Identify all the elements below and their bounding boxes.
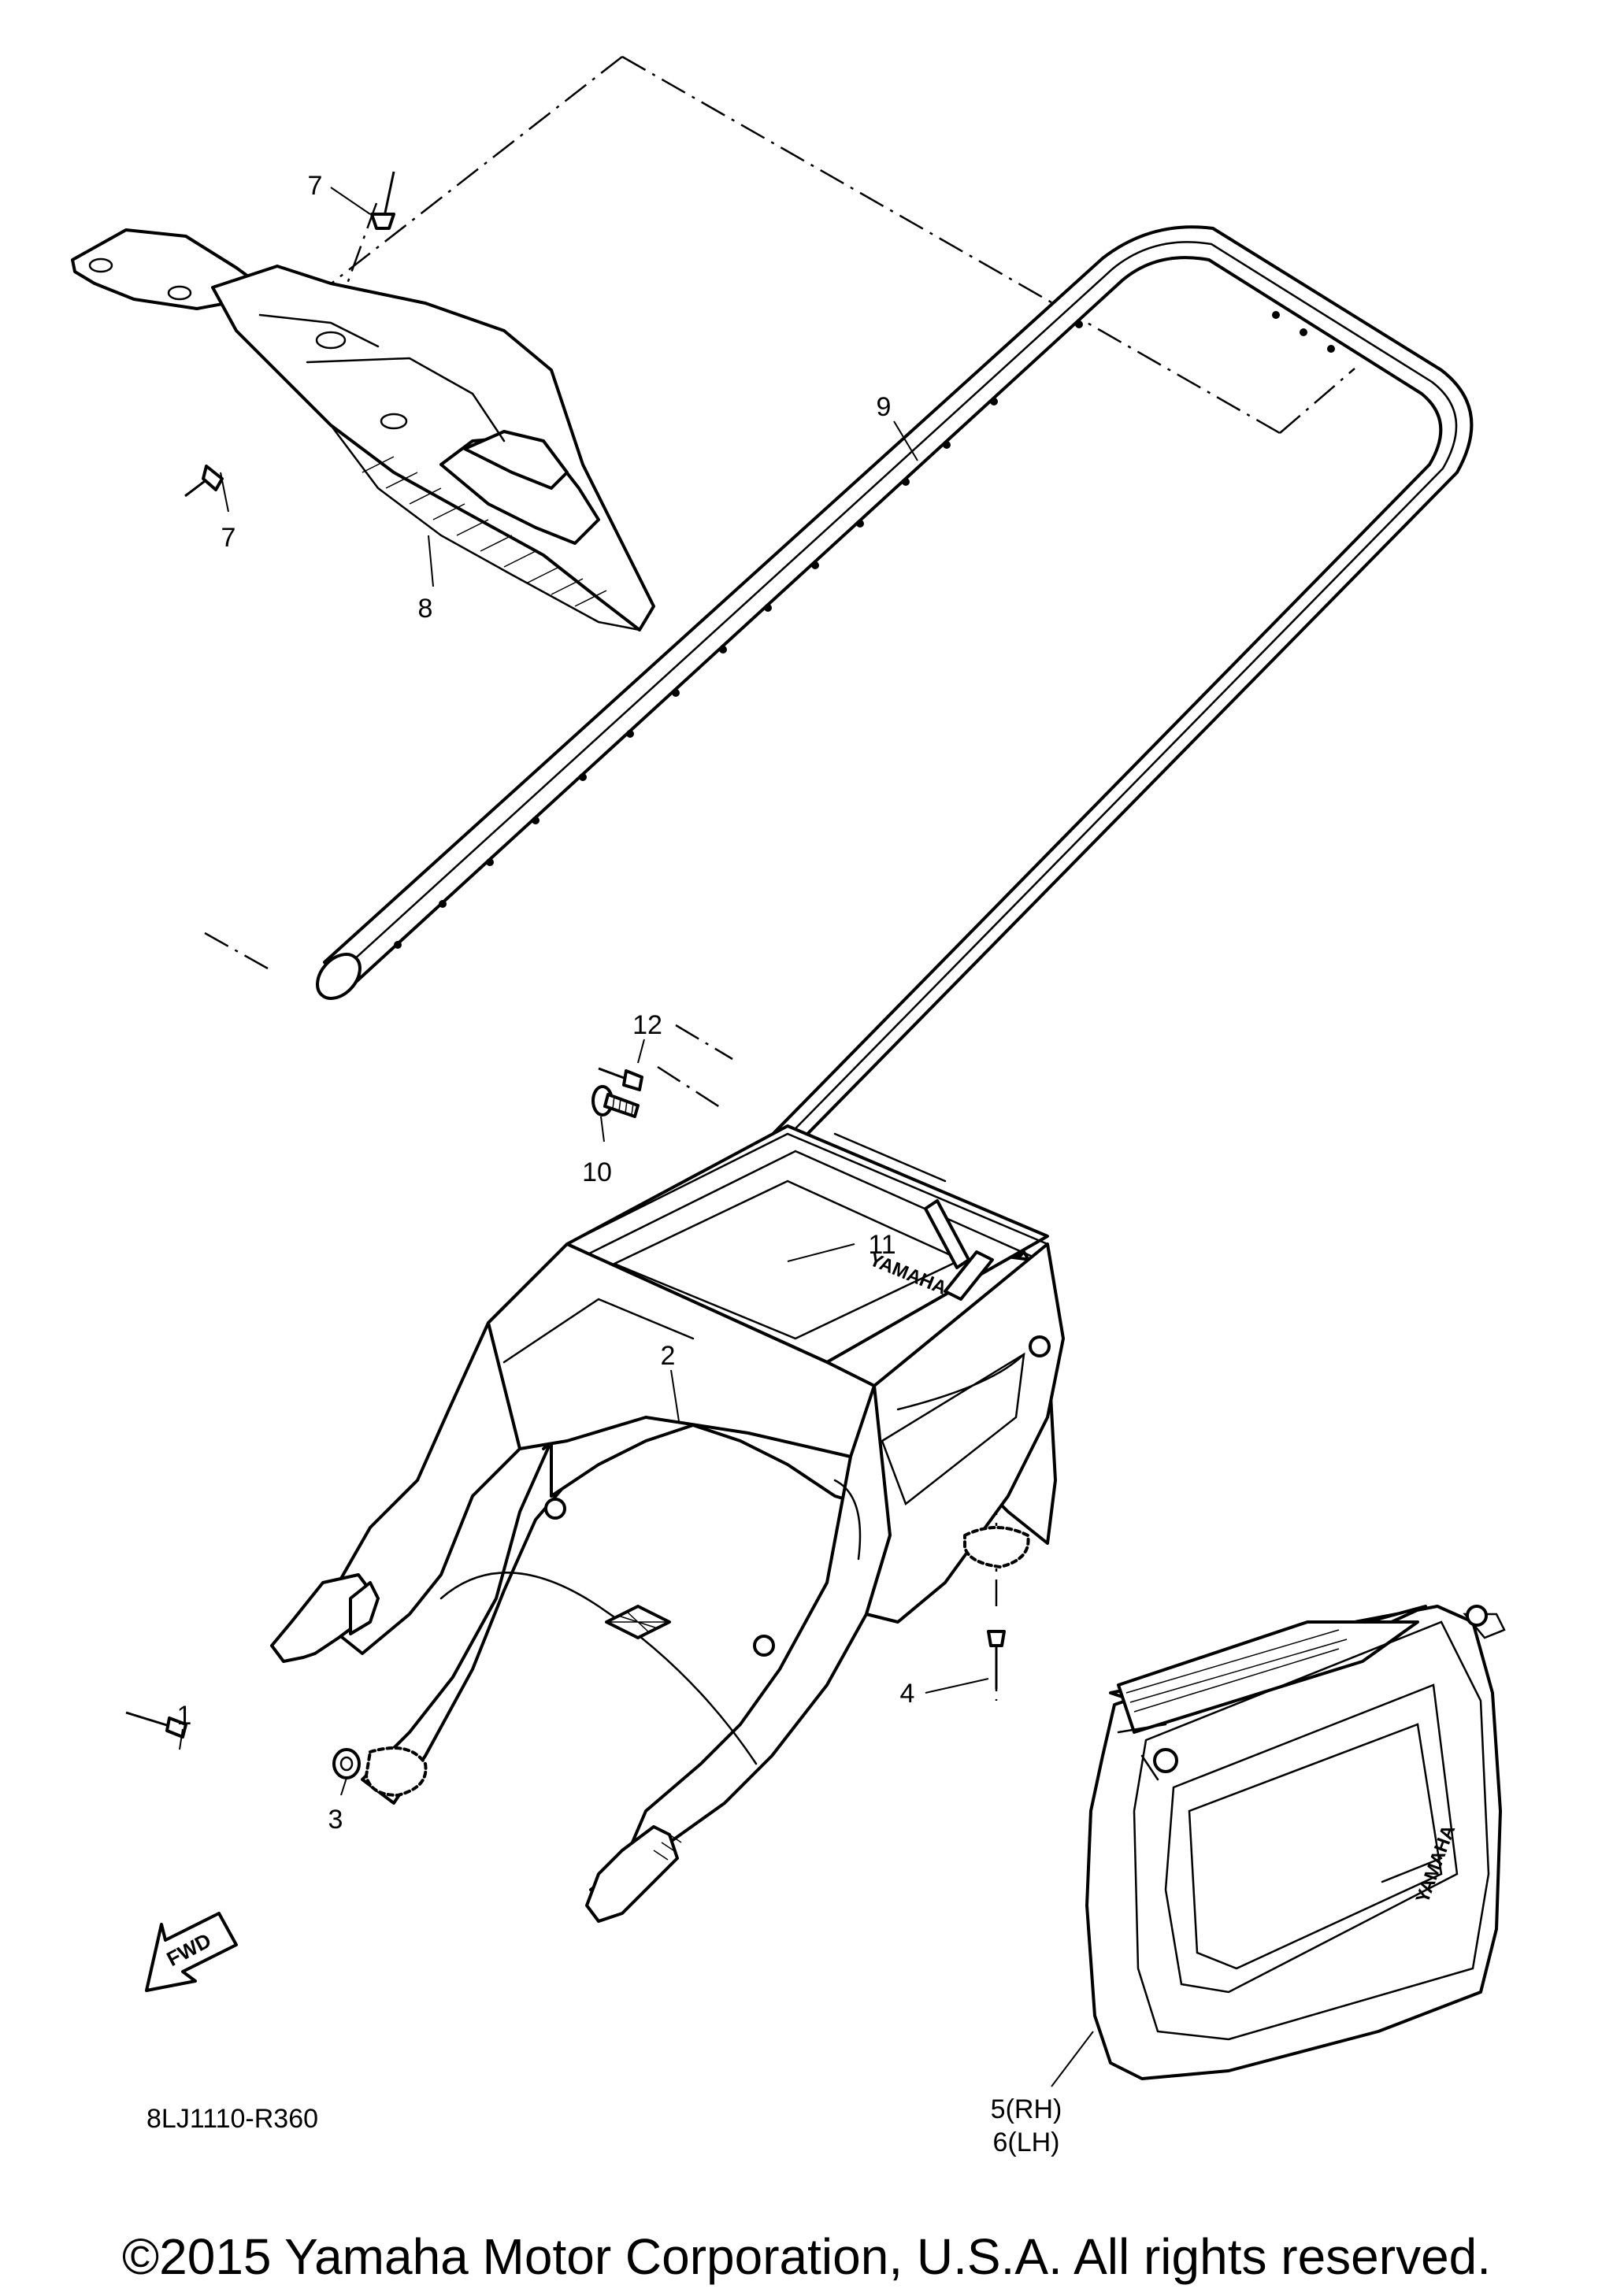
part-4-rivet bbox=[963, 1526, 1030, 1689]
callout-8: 8 bbox=[418, 594, 433, 624]
part-1-rivet bbox=[125, 1711, 187, 1739]
diagram-code: 8LJ1110-R360 bbox=[146, 2104, 318, 2134]
rivet-7-lower bbox=[184, 465, 224, 498]
callout-4: 4 bbox=[900, 1679, 915, 1709]
callout-10: 10 bbox=[582, 1157, 612, 1187]
callout-1: 1 bbox=[177, 1701, 192, 1731]
callout-2: 2 bbox=[661, 1341, 676, 1371]
part-12-rivet bbox=[598, 1067, 643, 1091]
callout-9: 9 bbox=[877, 392, 892, 422]
leader-lines bbox=[179, 187, 1094, 2087]
part-8-luggage-tray bbox=[71, 228, 655, 631]
callout-5-rh: 5(RH) bbox=[991, 2094, 1062, 2124]
callout-3: 3 bbox=[328, 1805, 343, 1835]
callout-7-lower: 7 bbox=[221, 523, 236, 553]
part-10-bolt bbox=[591, 1085, 640, 1118]
callout-11: 11 bbox=[868, 1230, 895, 1260]
fwd-arrow-icon: FWD bbox=[145, 1912, 238, 1992]
callout-7-upper: 7 bbox=[308, 171, 323, 201]
part-3-grommet bbox=[332, 1746, 428, 1797]
copyright-notice: ©2015 Yamaha Motor Corporation, U.S.A. A… bbox=[122, 2228, 1491, 2285]
rivet-7-upper bbox=[370, 171, 395, 230]
callout-6-lh: 6(LH) bbox=[992, 2128, 1059, 2157]
part-5-6-side-bag bbox=[1085, 1605, 1506, 2080]
callout-12: 12 bbox=[632, 1010, 662, 1040]
part-2-seat-bag bbox=[270, 1124, 1065, 1923]
